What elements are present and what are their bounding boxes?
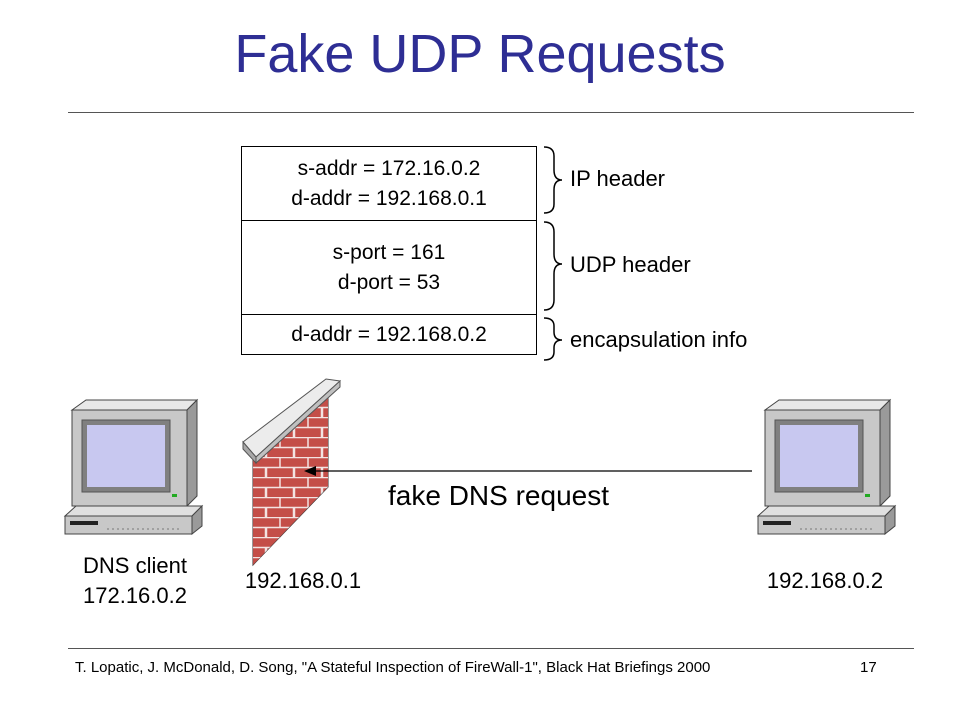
fake-request-arrow [304, 466, 752, 476]
fake-dns-request-label: fake DNS request [388, 480, 609, 511]
udp-header-line: s-port = 161 [332, 240, 446, 264]
ip-header-line: s-addr = 172.16.0.2 [297, 156, 481, 180]
footer-citation: T. Lopatic, J. McDonald, D. Song, "A Sta… [75, 659, 711, 676]
slide-title: Fake UDP Requests [234, 24, 726, 84]
udp-header-line: d-port = 53 [337, 270, 441, 294]
attacker-computer-icon [756, 398, 897, 536]
ip-header-label: IP header [570, 166, 666, 191]
encapsulation-label: encapsulation info [570, 327, 748, 352]
firewall-brick-wall-icon [242, 378, 342, 567]
footer-divider [68, 648, 914, 649]
title-divider [68, 112, 914, 113]
encapsulation-box: d-addr = 192.168.0.2 [241, 314, 537, 355]
dns-client-name: DNS client [83, 553, 187, 578]
header-braces [543, 146, 563, 361]
dns-client-ip: 172.16.0.2 [83, 583, 187, 608]
firewall-ip-label: 192.168.0.1 [244, 568, 362, 593]
ip-header-line: d-addr = 192.168.0.1 [291, 186, 487, 210]
page-number: 17 [860, 659, 877, 676]
udp-header-brace [543, 221, 563, 311]
ip-header-brace [543, 146, 563, 214]
ip-header-box: s-addr = 172.16.0.2 d-addr = 192.168.0.1 [241, 146, 537, 221]
attacker-ip-label: 192.168.0.2 [766, 568, 884, 593]
udp-header-label: UDP header [570, 252, 691, 277]
dns-client-computer-icon [63, 398, 204, 536]
encapsulation-line: d-addr = 192.168.0.2 [291, 322, 487, 346]
udp-header-box: s-port = 161 d-port = 53 [241, 220, 537, 315]
dns-client-label: DNS client 172.16.0.2 [50, 551, 220, 611]
encapsulation-brace [543, 317, 563, 361]
